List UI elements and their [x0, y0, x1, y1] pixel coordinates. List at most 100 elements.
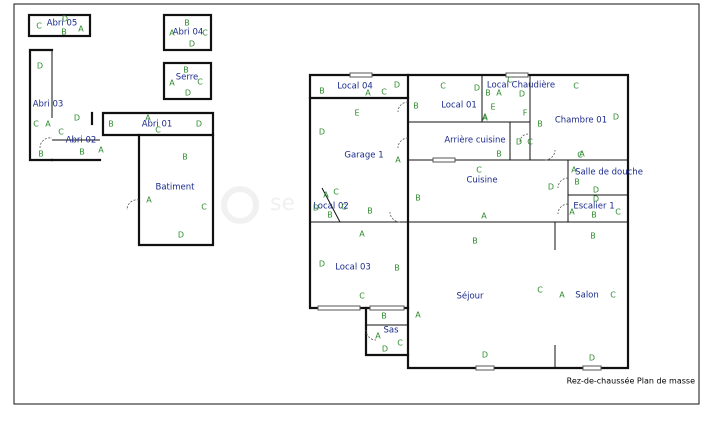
- wall-letter: C: [33, 120, 39, 129]
- wall-letter: B: [61, 28, 67, 37]
- room-name-garage-1: Garage 1: [344, 151, 383, 161]
- wall-letter: C: [440, 82, 446, 91]
- house-inner-walls: [308, 73, 628, 368]
- wall-letter: B: [574, 178, 580, 187]
- wall-letter: B: [183, 66, 189, 75]
- wall-letter: D: [593, 195, 599, 204]
- abri-05-walls: [27, 13, 92, 38]
- wall-letter: B: [182, 153, 188, 162]
- wall-letter: B: [381, 312, 387, 321]
- wall-letter: B: [496, 150, 502, 159]
- wall-letters: C D B A B A C D B A C D D C A B D C B A …: [33, 15, 621, 363]
- wall-letter: D: [74, 114, 80, 123]
- windows: [317, 72, 602, 371]
- room-name-sas: Sas: [383, 326, 399, 336]
- wall-letter: D: [548, 183, 554, 192]
- wall-letter: A: [78, 25, 84, 34]
- room-names: Abri 05 Abri 04 Serre Abri 03 Abri 02 Ab…: [33, 19, 643, 336]
- wall-letter: A: [579, 150, 585, 159]
- wall-letter: B: [108, 120, 114, 129]
- room-name-salon: Salon: [575, 291, 599, 301]
- wall-letter: C: [333, 188, 339, 197]
- wall-letter: B: [79, 148, 85, 157]
- batiment-walls: [137, 133, 215, 247]
- wall-letter: A: [375, 332, 381, 341]
- wall-letter: D: [319, 128, 325, 137]
- wall-letter: A: [569, 208, 575, 217]
- room-name-local-03: Local 03: [335, 263, 371, 273]
- wall-letter: B: [184, 19, 190, 28]
- wall-letter: A: [481, 212, 487, 221]
- wall-letter: D: [613, 113, 619, 122]
- abri-04-walls: [162, 13, 213, 52]
- wall-letter: C: [341, 203, 347, 212]
- wall-letter: A: [395, 156, 401, 165]
- wall-letter: D: [589, 354, 595, 363]
- abri-01-walls: [101, 111, 215, 137]
- wall-letter: B: [394, 264, 400, 273]
- wall-letter: C: [36, 22, 42, 31]
- wall-letter: D: [62, 15, 68, 24]
- watermark-text: se: [270, 191, 295, 216]
- wall-letter: C: [58, 128, 64, 137]
- room-name-abri-04: Abri 04: [173, 28, 204, 38]
- room-name-batiment: Batiment: [156, 183, 196, 193]
- sas-walls: [364, 306, 410, 357]
- wall-letter: B: [472, 237, 478, 246]
- wall-letter: D: [593, 186, 599, 195]
- wall-letter: B: [485, 89, 491, 98]
- wall-letter: C: [155, 126, 161, 135]
- room-name-cuisine: Cuisine: [466, 176, 497, 186]
- wall-letter: C: [573, 82, 579, 91]
- wall-letter: D: [189, 40, 195, 49]
- wall-letter: F: [523, 109, 528, 118]
- wall-letter: C: [381, 88, 387, 97]
- room-name-local-04: Local 04: [337, 82, 373, 92]
- wall-letter: D: [178, 231, 184, 240]
- room-name-escalier-1: Escalier 1: [573, 202, 614, 212]
- room-name-local-01: Local 01: [441, 101, 477, 111]
- wall-letter: A: [145, 114, 151, 123]
- wall-letter: C: [577, 151, 583, 160]
- wall-letter: C: [537, 286, 543, 295]
- wall-letter: D: [394, 81, 400, 90]
- wall-letter: C: [201, 203, 207, 212]
- wall-letter: D: [185, 89, 191, 98]
- wall-letter: A: [169, 79, 175, 88]
- wall-letter: D: [516, 138, 522, 147]
- wall-letter: D: [196, 120, 202, 129]
- wall-letter: C: [527, 138, 533, 147]
- wall-letter: A: [559, 291, 565, 300]
- wall-letter: A: [146, 196, 152, 205]
- wall-letter: B: [413, 102, 419, 111]
- room-name-local-02: Local 02: [313, 202, 349, 212]
- room-name-abri-03: Abri 03: [33, 100, 64, 110]
- wall-letter: D: [482, 351, 488, 360]
- wall-letter: A: [415, 311, 421, 320]
- room-name-salle-de-douche: Salle de douche: [575, 168, 643, 178]
- abri-03-walls: [28, 48, 102, 162]
- wall-letter: B: [38, 150, 44, 159]
- room-name-sejour: Séjour: [456, 291, 484, 302]
- wall-letter: B: [591, 211, 597, 220]
- wall-letter: A: [482, 114, 488, 123]
- wall-letter: A: [98, 146, 104, 155]
- wall-letter: C: [202, 29, 208, 38]
- wall-letter: A: [359, 230, 365, 239]
- wall-letter: A: [45, 120, 51, 129]
- wall-letter: D: [319, 260, 325, 269]
- room-name-chambre-01: Chambre 01: [555, 116, 607, 126]
- wall-letter: D: [474, 84, 480, 93]
- plan-caption: Rez-de-chaussée Plan de masse: [567, 376, 695, 386]
- wall-letter: B: [327, 211, 333, 220]
- room-name-abri-02: Abri 02: [66, 136, 97, 146]
- doors: [365, 101, 569, 341]
- wall-letter: D: [519, 90, 525, 99]
- wall-letter: A: [365, 89, 371, 98]
- wall-letter: B: [415, 194, 421, 203]
- wall-letter: C: [476, 166, 482, 175]
- watermark-logo: se: [221, 186, 295, 224]
- wall-letter: C: [397, 339, 403, 348]
- wall-letter: C: [359, 292, 365, 301]
